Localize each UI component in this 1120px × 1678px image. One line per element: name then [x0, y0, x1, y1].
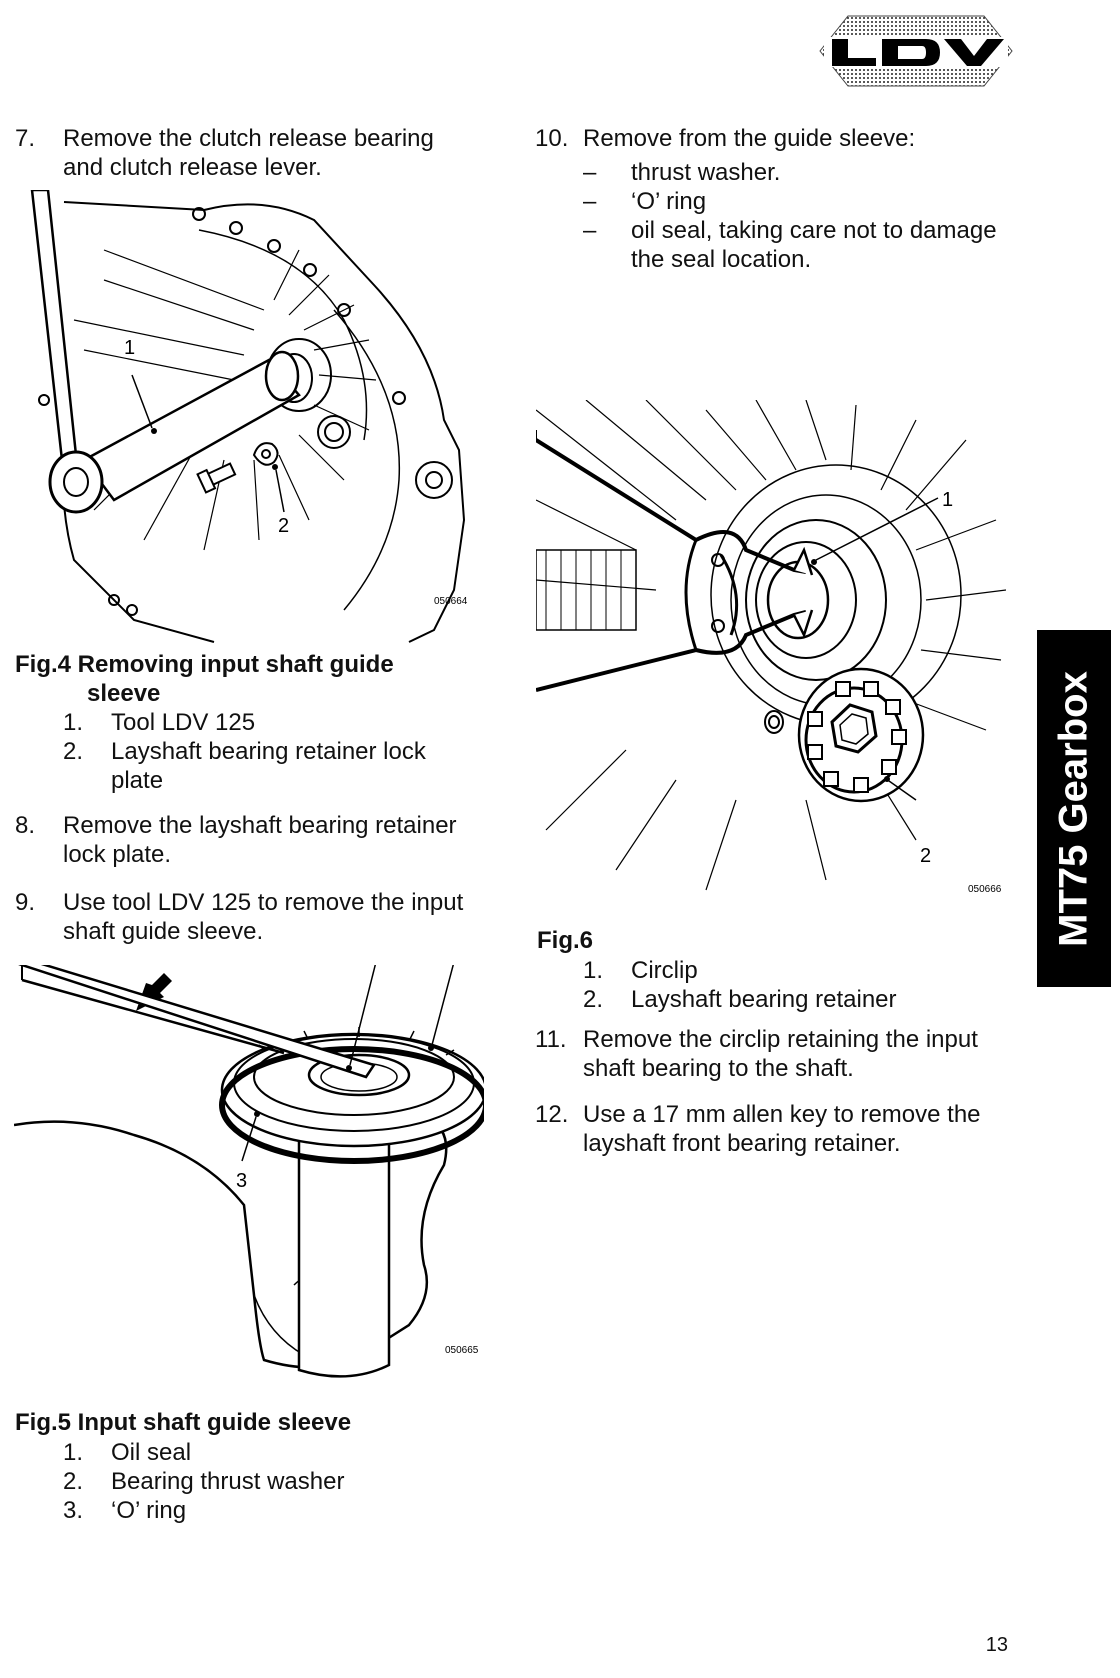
fig5-illustration: 1 2 3 050665 — [13, 933, 489, 1397]
fig4-item-1: 1. Tool LDV 125 — [63, 708, 483, 737]
step-10: 10. Remove from the guide sleeve: — [535, 124, 1015, 153]
step-8: 8. Remove the layshaft bearing retainer … — [15, 811, 485, 869]
step-text-line2: shaft bearing to the shaft. — [583, 1055, 854, 1082]
item-number: 1. — [63, 709, 84, 736]
item-number: 1. — [583, 957, 604, 984]
bullet-text-line1: oil seal, taking care not to damage — [631, 217, 997, 244]
page-number: 13 — [985, 1634, 1008, 1656]
step-text: Remove from the guide sleeve: — [583, 125, 916, 152]
item-text-line1: Layshaft bearing retainer lock — [111, 738, 426, 765]
step-text-line2: shaft guide sleeve. — [63, 918, 264, 945]
item-number: 3. — [63, 1497, 84, 1524]
fig6-callout-2: 2 — [920, 845, 931, 867]
ldv-logo — [818, 12, 1014, 90]
item-text: Circlip — [631, 957, 698, 984]
item-number: 1. — [63, 1439, 84, 1466]
item-number: 2. — [63, 738, 84, 765]
fig5-callout-3: 3 — [236, 1170, 247, 1192]
step-10-bullet-1: – thrust washer. — [583, 158, 1013, 187]
item-text: ‘O’ ring — [111, 1497, 187, 1524]
step-text-line1: Use tool LDV 125 to remove the input — [63, 889, 464, 916]
section-side-tab: MT75 Gearbox — [1037, 630, 1111, 987]
step-text-line1: Use a 17 mm allen key to remove the — [583, 1101, 981, 1128]
step-number: 9. — [15, 889, 36, 916]
fig6-image-code: 050666 — [968, 884, 1002, 895]
step-text-line1: Remove the clutch release bearing — [63, 125, 434, 152]
fig4-caption-line1: Fig.4 Removing input shaft guide — [15, 651, 394, 678]
fig6-callout-1: 1 — [942, 489, 953, 511]
fig6-item-2: 2. Layshaft bearing retainer — [583, 985, 1013, 1014]
fig6-illustration: 1 2 050666 — [534, 399, 1007, 895]
fig4-callout-2: 2 — [278, 515, 289, 537]
step-number: 10. — [535, 125, 569, 152]
step-text-line1: Remove the layshaft bearing retainer — [63, 812, 457, 839]
fig4-illustration: 1 2 050664 — [14, 188, 484, 645]
step-text-line2: layshaft front bearing retainer. — [583, 1130, 901, 1157]
item-number: 2. — [63, 1468, 84, 1495]
step-9: 9. Use tool LDV 125 to remove the input … — [15, 888, 485, 946]
item-text-line2: plate — [111, 767, 164, 794]
step-11: 11. Remove the circlip retaining the inp… — [535, 1025, 1015, 1083]
fig4-item-2: 2. Layshaft bearing retainer lock plate — [63, 737, 483, 795]
dash-bullet: – — [583, 159, 597, 186]
step-number: 12. — [535, 1101, 569, 1128]
step-12: 12. Use a 17 mm allen key to remove the … — [535, 1100, 1015, 1158]
item-text: Oil seal — [111, 1439, 192, 1466]
step-number: 7. — [15, 125, 36, 152]
fig4-callout-1: 1 — [124, 337, 135, 359]
step-7: 7. Remove the clutch release bearing and… — [15, 124, 485, 184]
fig4-caption-line2: sleeve — [87, 680, 161, 707]
step-10-bullet-3: – oil seal, taking care not to damage th… — [583, 216, 1013, 274]
item-text: Tool LDV 125 — [111, 709, 256, 736]
step-10-bullet-2: – ‘O’ ring — [583, 187, 1013, 216]
fig5-item-2: 2. Bearing thrust washer — [63, 1467, 483, 1496]
fig4-image-code: 050664 — [434, 596, 468, 607]
dash-bullet: – — [583, 217, 597, 244]
step-text-line1: Remove the circlip retaining the input — [583, 1026, 978, 1053]
step-text-line2: and clutch release lever. — [63, 154, 322, 181]
fig5-item-1: 1. Oil seal — [63, 1438, 483, 1467]
bullet-text: thrust washer. — [631, 159, 781, 186]
step-number: 11. — [535, 1026, 567, 1053]
side-tab-label: MT75 Gearbox — [1051, 670, 1096, 947]
fig5-item-3: 3. ‘O’ ring — [63, 1496, 483, 1525]
fig6-item-1: 1. Circlip — [583, 956, 1013, 985]
item-text: Bearing thrust washer — [111, 1468, 345, 1495]
dash-bullet: – — [583, 188, 597, 215]
bullet-text-line2: the seal location. — [631, 246, 812, 273]
fig6-caption: Fig.6 — [537, 927, 594, 954]
fig5-caption: Fig.5 Input shaft guide sleeve — [15, 1409, 352, 1436]
fig4-caption: Fig.4 Removing input shaft guide sleeve — [15, 650, 485, 708]
fig5-image-code: 050665 — [445, 1345, 479, 1356]
step-text-line2: lock plate. — [63, 841, 172, 868]
item-number: 2. — [583, 986, 604, 1013]
bullet-text: ‘O’ ring — [631, 188, 707, 215]
step-number: 8. — [15, 812, 36, 839]
item-text: Layshaft bearing retainer — [631, 986, 897, 1013]
